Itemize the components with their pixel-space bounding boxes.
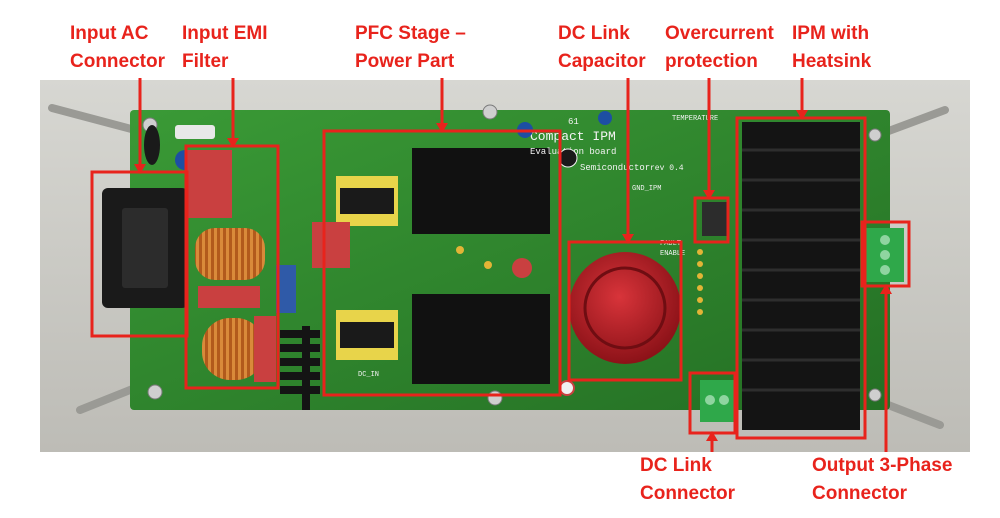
- board-rev-text: rev 0.4: [650, 164, 684, 173]
- dc-link-capacitor-label-line2: Capacitor: [558, 51, 646, 72]
- test-point-1: [484, 261, 492, 269]
- output-3phase-label-line1: Output 3-Phase: [812, 455, 953, 476]
- overcurrent-module: [702, 202, 728, 236]
- pfc-heatsink-top: [412, 148, 550, 234]
- signal-pins: [697, 249, 703, 315]
- ipm-heatsink-box: [735, 116, 867, 440]
- emi-choke-1: [195, 228, 265, 280]
- dc-link-terminal-1: [705, 395, 715, 405]
- pfc-capacitor: [312, 222, 350, 268]
- output-terminal-w: [880, 265, 890, 275]
- input-ac-label-line1: Input AC: [70, 23, 149, 44]
- pfc-choke-2-core: [340, 322, 394, 348]
- input-ac-box: [90, 170, 189, 338]
- pfc-choke-1-core: [340, 188, 394, 214]
- board-maker-text: Semiconductor: [580, 163, 650, 173]
- dc-link-connector-label: DC Link Connector: [640, 452, 735, 508]
- ipm-heatsink-label: IPM with Heatsink: [792, 20, 871, 76]
- dc-link-capacitor-label-line1: DC Link: [558, 23, 630, 44]
- temperature-text: TEMPERATURE: [672, 115, 718, 123]
- input-ac-label: Input AC Connector: [70, 20, 165, 76]
- fuse: [175, 125, 215, 139]
- dc-link-connector-box: [688, 371, 737, 435]
- heatsink-fins: [742, 148, 860, 392]
- overcurrent-box: [693, 196, 730, 244]
- enable-text: ENABLE: [660, 250, 685, 258]
- x-capacitor-3: [254, 316, 276, 382]
- input-emi-label: Input EMI Filter: [182, 20, 267, 76]
- gnd-ipm-text: GND_IPM: [632, 185, 661, 193]
- pfc-heatsink-bottom: [412, 294, 550, 384]
- arrow-heads: [134, 110, 892, 441]
- x-capacitor-2: [198, 286, 260, 308]
- emi-choke-2: [202, 318, 264, 380]
- bridge-heatsink: [280, 326, 320, 410]
- output-3phase-box: [860, 220, 911, 288]
- pfc-stage-box: [322, 129, 562, 397]
- fault-text: FAULT: [660, 240, 681, 248]
- output-3phase-label-line2: Connector: [812, 483, 907, 504]
- dc-link-terminal-2: [719, 395, 729, 405]
- pfc-stage-label-line1: PFC Stage –: [355, 23, 466, 44]
- ipm-heatsink-label-line2: Heatsink: [792, 51, 872, 72]
- overcurrent-label-line1: Overcurrent: [665, 23, 774, 44]
- board-number-text: 61: [568, 117, 579, 127]
- output-terminal-v: [880, 250, 890, 260]
- output-3phase-label: Output 3-Phase Connector: [812, 452, 952, 508]
- ipm-heatsink: [742, 122, 860, 430]
- ac-connector-socket: [122, 208, 168, 288]
- input-emi-label-line1: Input EMI: [182, 23, 268, 44]
- fuse-holder: [144, 125, 160, 165]
- ipm-heatsink-label-line1: IPM with: [792, 23, 870, 44]
- pfc-stage-label-line2: Power Part: [355, 51, 455, 72]
- output-terminal-u: [880, 235, 890, 245]
- overcurrent-label: Overcurrent protection: [665, 20, 774, 76]
- dc-link-connector-label-line1: DC Link: [640, 455, 712, 476]
- small-electrolytic: [512, 258, 532, 278]
- dc-link-capacitor-label: DC Link Capacitor: [558, 20, 646, 76]
- dc-link-connector-label-line2: Connector: [640, 483, 735, 504]
- x-capacitor-1: [187, 150, 232, 218]
- input-emi-box: [184, 144, 280, 390]
- capacitor-blue-3: [598, 111, 612, 125]
- overcurrent-label-line2: protection: [665, 51, 758, 72]
- dc-link-capacitor-box: [567, 240, 683, 382]
- test-point-2: [456, 246, 464, 254]
- input-emi-label-line2: Filter: [182, 51, 229, 72]
- board-illustration: 61 Compact IPM Evaluation board Semicond…: [40, 80, 970, 452]
- bridge-rectifier: [276, 265, 296, 313]
- board-photo: 61 Compact IPM Evaluation board Semicond…: [40, 80, 970, 452]
- input-ac-label-line2: Connector: [70, 51, 165, 72]
- dc-link-capacitor-ring: [583, 266, 667, 350]
- pfc-stage-label: PFC Stage – Power Part: [355, 20, 466, 76]
- dc-in-text: DC_IN: [358, 371, 379, 379]
- board-title-text: Compact IPM: [530, 129, 616, 144]
